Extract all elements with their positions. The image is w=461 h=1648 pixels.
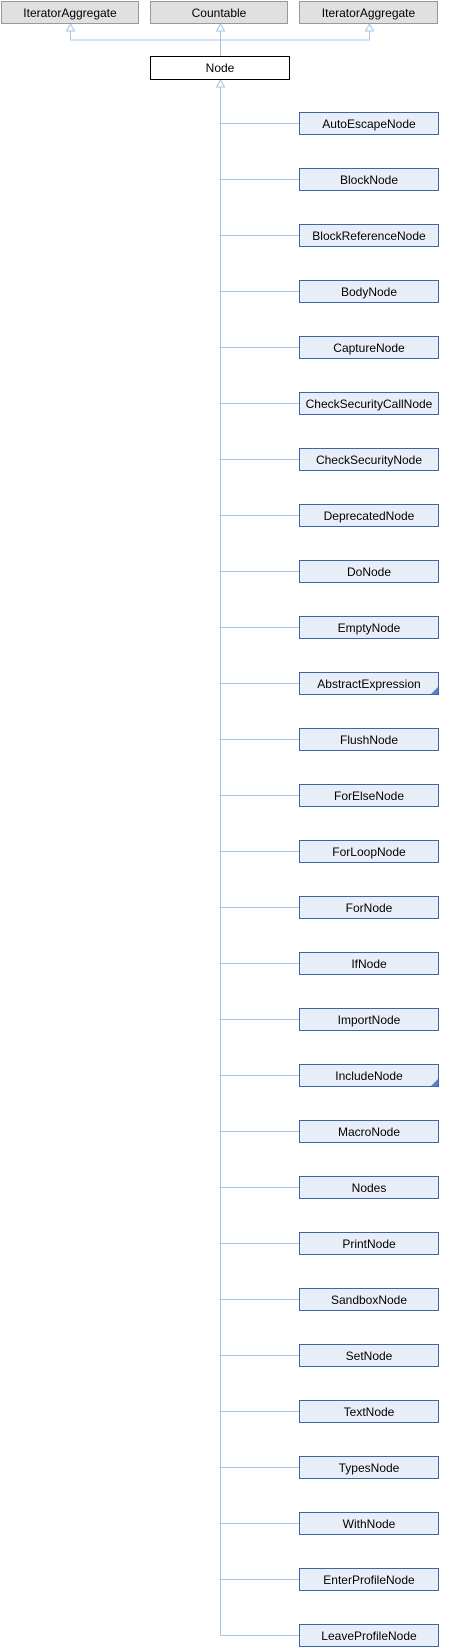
subclass-label: AutoEscapeNode: [322, 116, 416, 131]
subclass-box[interactable]: BlockReferenceNode: [299, 224, 439, 247]
subclass-box[interactable]: FlushNode: [299, 728, 439, 751]
subclass-label: AbstractExpression: [317, 676, 421, 691]
subclass-label: EmptyNode: [337, 620, 401, 635]
arrowhead-iterator-aggregate-left: [65, 22, 76, 32]
subclass-label: IfNode: [351, 956, 387, 971]
interface-iterator-aggregate-right[interactable]: IteratorAggregate: [299, 1, 438, 24]
subclass-label: EnterProfileNode: [323, 1572, 415, 1587]
subclass-box[interactable]: Nodes: [299, 1176, 439, 1199]
subclass-label: BodyNode: [340, 284, 398, 299]
interface-iterator-aggregate-left[interactable]: IteratorAggregate: [1, 1, 139, 24]
subclass-box[interactable]: CheckSecurityCallNode: [299, 392, 439, 415]
subclass-box[interactable]: AutoEscapeNode: [299, 112, 439, 135]
subclass-label: Nodes: [351, 1180, 387, 1195]
subclass-label: TextNode: [343, 1404, 395, 1419]
has-subclasses-marker-icon: [431, 687, 438, 694]
subclass-label: SetNode: [345, 1348, 393, 1363]
subclass-label: FlushNode: [339, 732, 399, 747]
subclass-label: ImportNode: [337, 1012, 401, 1027]
arrowhead-iterator-aggregate-right: [364, 22, 375, 32]
subclass-box[interactable]: ImportNode: [299, 1008, 439, 1031]
subclass-box[interactable]: PrintNode: [299, 1232, 439, 1255]
subclass-label: ForLoopNode: [332, 844, 406, 859]
subclass-label: MacroNode: [337, 1124, 401, 1139]
subclass-box[interactable]: DeprecatedNode: [299, 504, 439, 527]
arrowhead-node: [215, 78, 226, 88]
subclass-label: BlockReferenceNode: [312, 228, 426, 243]
subclass-box[interactable]: TypesNode: [299, 1456, 439, 1479]
subclass-box[interactable]: CaptureNode: [299, 336, 439, 359]
subclass-label: DoNode: [346, 564, 392, 579]
subclass-box[interactable]: BlockNode: [299, 168, 439, 191]
subclass-box[interactable]: SandboxNode: [299, 1288, 439, 1311]
subclass-label: CheckSecurityCallNode: [305, 396, 433, 411]
subclass-box[interactable]: CheckSecurityNode: [299, 448, 439, 471]
subclass-box[interactable]: MacroNode: [299, 1120, 439, 1143]
subclass-label: ForElseNode: [333, 788, 405, 803]
node-class-box[interactable]: Node: [150, 56, 290, 80]
interface-label: IteratorAggregate: [321, 5, 416, 20]
node-class-label: Node: [205, 61, 235, 75]
subclass-box[interactable]: TextNode: [299, 1400, 439, 1423]
subclass-box[interactable]: LeaveProfileNode: [299, 1624, 439, 1647]
subclass-label: WithNode: [342, 1516, 396, 1531]
subclass-label: IncludeNode: [335, 1068, 403, 1083]
subclass-box[interactable]: BodyNode: [299, 280, 439, 303]
subclass-label: CheckSecurityNode: [315, 452, 423, 467]
subclass-label: TypesNode: [338, 1460, 400, 1475]
subclass-label: CaptureNode: [333, 340, 405, 355]
subclass-box[interactable]: ForLoopNode: [299, 840, 439, 863]
subclass-box[interactable]: WithNode: [299, 1512, 439, 1535]
subclass-label: ForNode: [345, 900, 393, 915]
subclass-box[interactable]: IncludeNode: [299, 1064, 439, 1087]
subclass-box[interactable]: ForElseNode: [299, 784, 439, 807]
subclass-box[interactable]: ForNode: [299, 896, 439, 919]
subclass-box[interactable]: DoNode: [299, 560, 439, 583]
interface-countable[interactable]: Countable: [150, 1, 288, 24]
subclass-label: BlockNode: [339, 172, 399, 187]
subclass-label: SandboxNode: [330, 1292, 408, 1307]
arrowhead-countable: [215, 22, 226, 32]
subclass-label: PrintNode: [342, 1236, 396, 1251]
subclass-label: DeprecatedNode: [323, 508, 415, 523]
interface-label: IteratorAggregate: [23, 5, 117, 20]
subclass-box[interactable]: SetNode: [299, 1344, 439, 1367]
subclass-box[interactable]: EnterProfileNode: [299, 1568, 439, 1591]
subclass-label: LeaveProfileNode: [321, 1628, 417, 1643]
interface-label: Countable: [191, 5, 247, 20]
subclass-box[interactable]: IfNode: [299, 952, 439, 975]
subclass-box[interactable]: AbstractExpression: [299, 672, 439, 695]
has-subclasses-marker-icon: [431, 1079, 438, 1086]
subclass-box[interactable]: EmptyNode: [299, 616, 439, 639]
